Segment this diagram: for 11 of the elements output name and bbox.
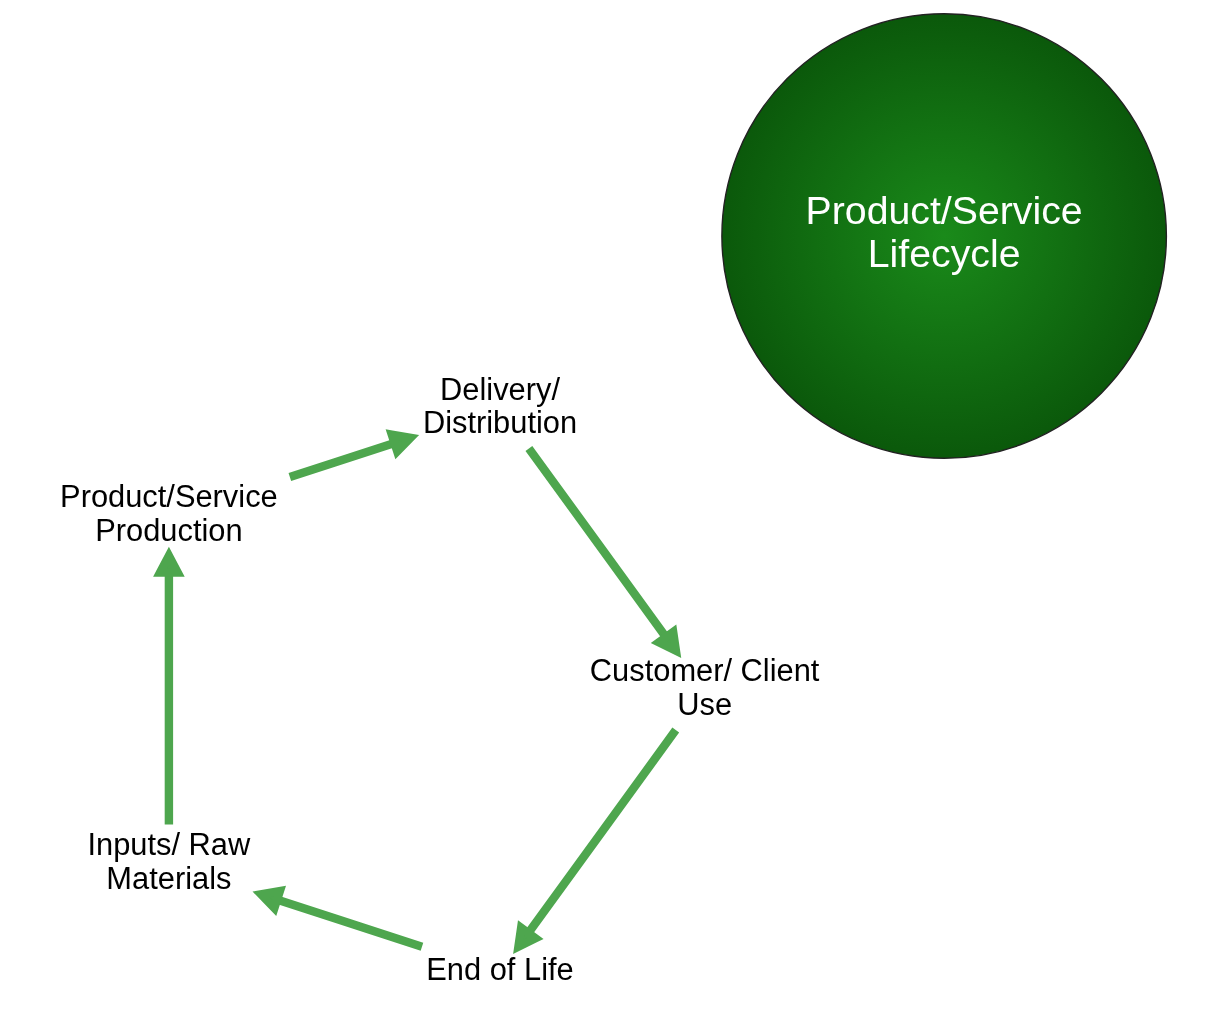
node-text: Product/Service Production bbox=[59, 479, 278, 548]
arrow bbox=[252, 885, 423, 951]
node-text: Customer/ Client Use bbox=[589, 653, 819, 723]
arrow bbox=[512, 727, 679, 954]
node-text: End of Life bbox=[425, 951, 574, 987]
arrow bbox=[525, 445, 681, 659]
arrow bbox=[152, 546, 185, 825]
node-text: Inputs/ Raw Materials bbox=[87, 827, 250, 897]
arrow bbox=[288, 429, 419, 481]
node-circle: Product/Service Lifecycle bbox=[720, 13, 1167, 459]
node-text: Delivery/ Distribution bbox=[422, 371, 577, 441]
